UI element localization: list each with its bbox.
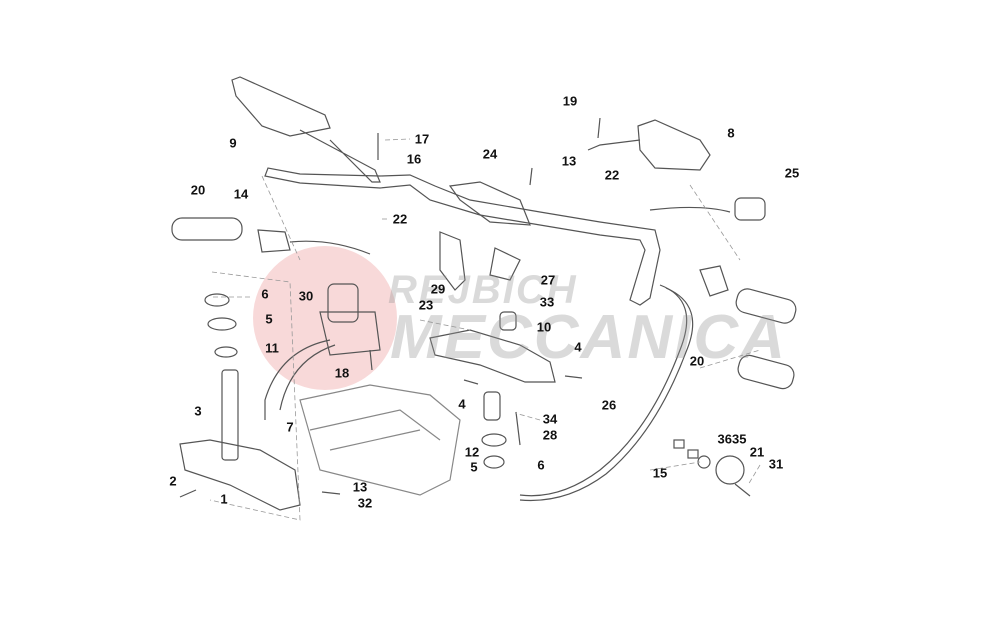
- callout-label: 18: [334, 365, 350, 381]
- callout-label: 27: [540, 272, 556, 288]
- watermark-line-1: REJBICH: [388, 268, 578, 312]
- watermark-logo: [253, 246, 397, 390]
- callout-label: 11: [265, 340, 279, 356]
- callout-label: 26: [601, 397, 617, 413]
- callout-label: 25: [784, 165, 800, 181]
- callout-label: 32: [357, 495, 373, 511]
- upper-triple-clamp: [429, 311, 556, 383]
- callout-label: 13: [561, 153, 577, 169]
- watermark-line-2: MECCANICA: [390, 303, 787, 372]
- callout-label: 30: [298, 288, 314, 304]
- left-mirror: [231, 76, 381, 183]
- callout-label: 23: [418, 297, 434, 313]
- callout-label: 4: [458, 396, 466, 412]
- callout-label: 31: [768, 456, 784, 472]
- callout-label: 33: [539, 294, 555, 310]
- cable: [519, 284, 694, 502]
- lower-steering-parts: [481, 391, 751, 497]
- callout-label: 20: [190, 182, 206, 198]
- callout-label: 4: [574, 339, 582, 355]
- callout-label: 15: [652, 465, 668, 481]
- right-mirror: [587, 119, 711, 171]
- frame: [299, 384, 461, 496]
- bolts: [179, 117, 601, 498]
- callout-label: 19: [562, 93, 578, 109]
- callout-label: 10: [536, 319, 552, 335]
- callout-label: 14: [233, 186, 249, 202]
- callout-label: 3635: [717, 431, 747, 447]
- callout-label: 28: [542, 427, 558, 443]
- handlebar: [264, 167, 661, 306]
- left-grip: [171, 217, 371, 255]
- callout-label: 5: [470, 459, 478, 475]
- callout-label: 2: [169, 473, 177, 489]
- callout-label: 9: [229, 135, 237, 151]
- callout-label: 17: [414, 131, 430, 147]
- callout-label: 24: [482, 146, 498, 162]
- callout-label: 12: [464, 444, 480, 460]
- callout-label: 8: [727, 125, 735, 141]
- callout-label: 29: [430, 281, 446, 297]
- callout-label: 20: [689, 353, 705, 369]
- leader-lines: [209, 138, 761, 521]
- callout-label: 3: [194, 403, 202, 419]
- top-clamp: [439, 181, 531, 291]
- callout-label: 13: [352, 479, 368, 495]
- callout-label: 34: [542, 411, 558, 427]
- callout-label: 22: [392, 211, 408, 227]
- callout-label: 6: [261, 286, 269, 302]
- callout-label: 1: [220, 491, 228, 507]
- callout-label: 7: [286, 419, 294, 435]
- callout-label: 5: [265, 311, 273, 327]
- steering-stem: [179, 293, 301, 511]
- callout-label: 6: [537, 457, 545, 473]
- right-grips: [649, 197, 797, 390]
- ignition-lock: [264, 283, 381, 420]
- callout-label: 16: [406, 151, 422, 167]
- callout-label: 21: [749, 444, 765, 460]
- callout-label: 22: [604, 167, 620, 183]
